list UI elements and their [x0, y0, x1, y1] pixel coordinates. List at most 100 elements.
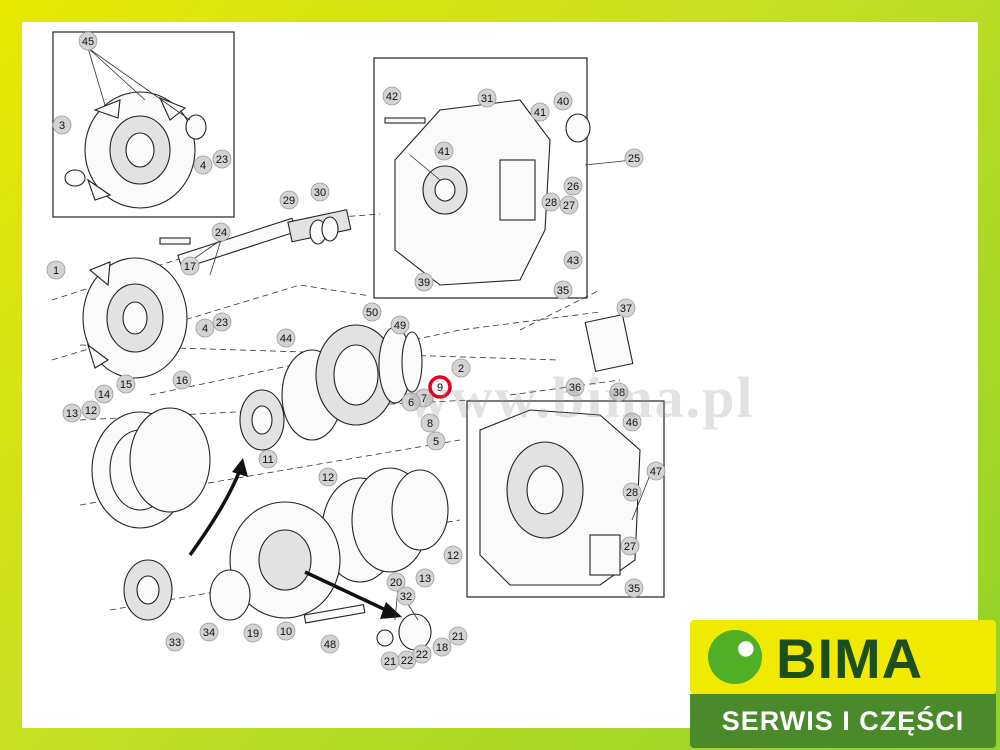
callout-number: 36 — [569, 382, 581, 394]
logo-bottom-panel: SERWIS I CZĘŚCI — [690, 694, 996, 748]
callout-circle — [199, 622, 219, 642]
callout-number: 28 — [626, 487, 638, 499]
callout-number: 30 — [314, 187, 326, 199]
callout-circle — [624, 148, 644, 168]
callout-circle — [172, 370, 192, 390]
callout-circle — [563, 176, 583, 196]
logo-tagline: SERWIS I CZĘŚCI — [721, 706, 965, 736]
callout-circle — [624, 578, 644, 598]
callout-circle — [420, 413, 440, 433]
callout-number: 45 — [82, 36, 94, 48]
callout-number: 41 — [534, 107, 546, 119]
callout-circle — [412, 644, 432, 664]
callout-circle — [52, 115, 72, 135]
callout-circle — [276, 621, 296, 641]
callout-number: 3 — [59, 120, 65, 132]
callout-number: 35 — [628, 583, 640, 595]
callout-circle — [310, 182, 330, 202]
callout-number: 46 — [626, 417, 638, 429]
callout-circle — [62, 403, 82, 423]
callout-circle — [94, 384, 114, 404]
highlighted-callout-9: 9 — [428, 375, 452, 399]
callout-circle — [620, 536, 640, 556]
callout-number: 47 — [650, 466, 662, 478]
callout-number: 19 — [247, 628, 259, 640]
svg-text:9: 9 — [437, 382, 443, 394]
callout-number: 25 — [628, 153, 640, 165]
callout-number: 8 — [427, 418, 433, 430]
callout-number: 31 — [481, 93, 493, 105]
golf-ball-icon — [708, 630, 762, 684]
assembly-arrows — [188, 458, 402, 619]
callout-number: 44 — [280, 333, 292, 345]
callout-circle — [565, 377, 585, 397]
clutch-pack-drawing — [281, 313, 634, 441]
callout-circle — [165, 632, 185, 652]
planet-carrier-drawing — [82, 209, 352, 379]
callout-circle — [553, 91, 573, 111]
callout-number: 1 — [53, 265, 59, 277]
callout-number: 32 — [400, 591, 412, 603]
callout-circle — [448, 626, 468, 646]
callout-circle — [622, 412, 642, 432]
callout-circle — [415, 568, 435, 588]
callout-circle — [78, 31, 98, 51]
callout-number: 22 — [401, 655, 413, 667]
callout-circle — [563, 250, 583, 270]
callout-circle — [390, 315, 410, 335]
callout-circle — [81, 400, 101, 420]
callout-number: 29 — [283, 195, 295, 207]
callout-circle — [243, 623, 263, 643]
callout-number: 14 — [98, 389, 110, 401]
callout-circle — [382, 86, 402, 106]
callout-circle — [432, 637, 452, 657]
callout-circle — [414, 272, 434, 292]
callout-circle — [116, 374, 136, 394]
callout-number: 13 — [419, 573, 431, 585]
callout-number: 23 — [216, 154, 228, 166]
callout-number: 24 — [215, 227, 227, 239]
callout-number: 50 — [366, 307, 378, 319]
callout-circle — [477, 88, 497, 108]
callout-circle — [212, 312, 232, 332]
callout-number: 5 — [433, 436, 439, 448]
callout-circle — [396, 586, 416, 606]
callout-number: 26 — [567, 181, 579, 193]
callout-number: 12 — [85, 405, 97, 417]
inset-box-top-right — [373, 57, 588, 299]
callout-number: 35 — [557, 285, 569, 297]
logo-brand-text: BIMA — [776, 627, 924, 690]
callout-number: 43 — [567, 255, 579, 267]
callout-circle — [46, 260, 66, 280]
callout-number: 12 — [447, 550, 459, 562]
callout-circle — [609, 382, 629, 402]
gear-drawings — [123, 389, 432, 651]
rear-housing-drawing — [384, 99, 591, 286]
callout-number: 7 — [421, 393, 427, 405]
callout-number: 12 — [322, 472, 334, 484]
callout-number: 33 — [169, 637, 181, 649]
callout-number: 6 — [408, 397, 414, 409]
callout-circle — [276, 328, 296, 348]
callout-circle — [380, 651, 400, 671]
callout-circle — [646, 461, 666, 481]
logo-top-panel: BIMA — [690, 620, 996, 694]
callout-number: 17 — [184, 261, 196, 273]
callout-number: 41 — [438, 146, 450, 158]
watermark-text: www.bima.pl — [407, 365, 755, 430]
callout-circle — [443, 545, 463, 565]
callout-number: 38 — [613, 387, 625, 399]
callout-number: 39 — [418, 277, 430, 289]
callout-circle — [279, 190, 299, 210]
bima-logo[interactable]: BIMA SERWIS I CZĘŚCI — [690, 620, 996, 748]
callout-circle — [180, 256, 200, 276]
callout-circle — [401, 392, 421, 412]
callout-circle — [541, 192, 561, 212]
callout-number: 28 — [545, 197, 557, 209]
callout-number: 11 — [262, 454, 273, 466]
callout-circle — [434, 141, 454, 161]
callout-number: 37 — [620, 303, 632, 315]
callout-circle — [622, 482, 642, 502]
callout-number: 4 — [200, 160, 206, 172]
